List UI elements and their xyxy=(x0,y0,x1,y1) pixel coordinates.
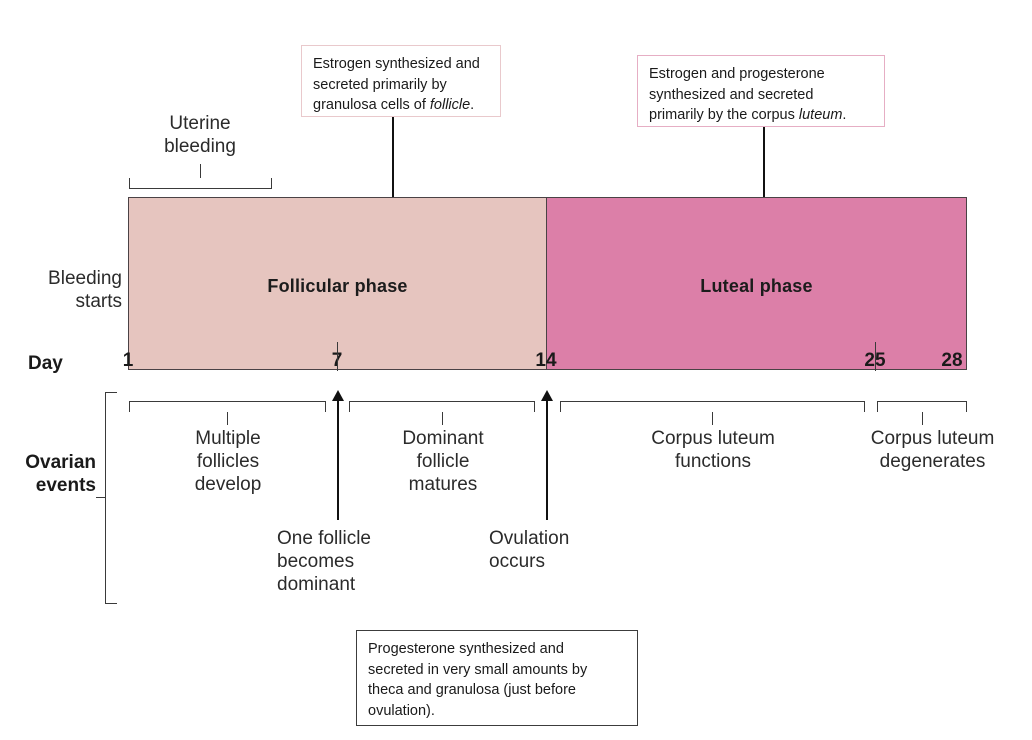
callout-progesterone-small: Progesterone synthesized and secreted in… xyxy=(356,630,638,726)
callout-line: Estrogen and progesterone xyxy=(649,66,825,82)
multiple-follicles-label: Multiple follicles develop xyxy=(194,428,262,495)
callout-line: ovulation). xyxy=(368,702,435,719)
uterine-bleeding-label: Uterine bleeding xyxy=(164,113,236,157)
span-bracket-corpus-degenerates xyxy=(877,401,967,412)
callout-text: . xyxy=(842,107,847,124)
one-follicle-arrow-shaft xyxy=(337,400,339,520)
callout-text: primarily by the corpus xyxy=(649,107,799,124)
callout-emphasis: luteum xyxy=(798,107,843,124)
span-bracket-corpus-functions xyxy=(560,401,865,412)
callout-line: secreted in very small amounts by xyxy=(368,661,588,678)
callout-text: . xyxy=(470,97,475,114)
one-follicle-arrow-head xyxy=(332,390,344,401)
day-tick-mark-25 xyxy=(875,342,876,371)
phase-follicular: Follicular phase xyxy=(129,198,547,369)
day-tick-14: 14 xyxy=(535,350,557,371)
callout-emphasis: follicle xyxy=(429,97,471,114)
span-stem-corpus-functions xyxy=(712,412,713,425)
ovulation-arrow-shaft xyxy=(546,400,548,520)
callout-line: Progesterone synthesized and xyxy=(368,641,564,657)
cycle-phase-bar: Follicular phase Luteal phase xyxy=(128,197,967,370)
bleeding-starts-label: Bleeding starts xyxy=(48,268,122,312)
callout-follicle-arrow-shaft xyxy=(392,117,394,241)
span-bracket-dominant-follicle xyxy=(349,401,535,412)
corpus-luteum-degenerates-label: Corpus luteum degenerates xyxy=(870,428,995,472)
uterine-bleeding-stem xyxy=(200,164,201,178)
span-bracket-multiple-follicles xyxy=(129,401,326,412)
day-tick-mark-7 xyxy=(337,342,338,371)
phase-luteal-label: Luteal phase xyxy=(700,276,813,296)
day-tick-28: 28 xyxy=(941,350,963,371)
phase-follicular-label: Follicular phase xyxy=(267,276,408,296)
callout-line: synthesized and secreted xyxy=(649,86,814,103)
dominant-follicle-label: Dominant follicle matures xyxy=(402,428,484,495)
span-stem-dominant-follicle xyxy=(442,412,443,425)
callout-text: granulosa cells of xyxy=(313,97,430,114)
callout-line: Estrogen synthesized and xyxy=(313,56,480,72)
day-tick-7: 7 xyxy=(331,350,343,371)
callout-luteum-arrow-shaft xyxy=(763,127,765,241)
ovarian-events-label: Ovarian events xyxy=(25,452,96,496)
corpus-luteum-functions-label: Corpus luteum functions xyxy=(651,428,775,472)
day-tick-1: 1 xyxy=(122,350,134,371)
span-stem-corpus-degenerates xyxy=(922,412,923,425)
uterine-bleeding-bracket xyxy=(129,178,272,189)
callout-estrogen-progesterone: Estrogen and progesterone synthesized an… xyxy=(637,55,885,127)
day-axis-label: Day xyxy=(28,353,63,374)
ovulation-arrow-head xyxy=(541,390,553,401)
callout-line: primarily by the corpus luteum. xyxy=(649,105,873,126)
phase-luteal: Luteal phase xyxy=(547,198,966,369)
callout-line: granulosa cells of follicle. xyxy=(313,95,489,116)
ovulation-occurs-label: Ovulation occurs xyxy=(489,528,570,572)
callout-line: theca and granulosa (just before xyxy=(368,682,576,699)
ovarian-events-bracket xyxy=(105,392,117,604)
ovarian-events-bracket-stem xyxy=(96,497,106,498)
callout-line: secreted primarily by xyxy=(313,76,447,93)
day-tick-25: 25 xyxy=(864,350,886,371)
one-follicle-dominant-label: One follicle becomes dominant xyxy=(277,528,371,595)
callout-estrogen-follicle: Estrogen synthesized and secreted primar… xyxy=(301,45,501,117)
span-stem-multiple-follicles xyxy=(227,412,228,425)
